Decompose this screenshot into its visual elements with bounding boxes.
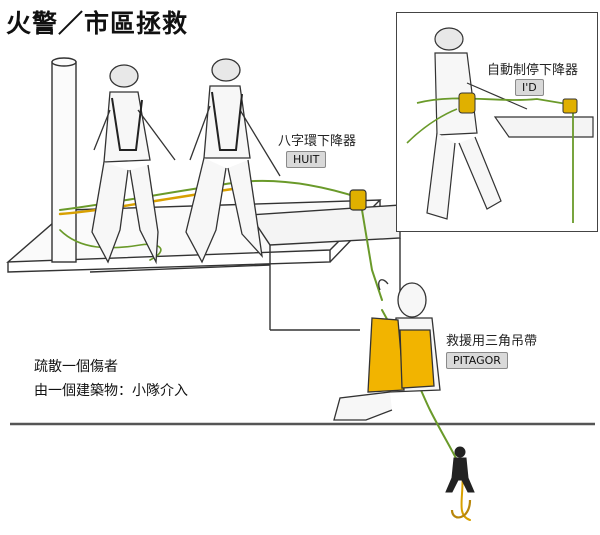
inset-caption: 自動制停下降器 bbox=[487, 63, 579, 78]
scene-caption-line1: 疏散一個傷者 bbox=[34, 359, 118, 375]
inset-illustration bbox=[406, 27, 594, 223]
hook-icon bbox=[450, 499, 472, 519]
scene-caption-line2: 由一個建築物：小隊介入 bbox=[34, 383, 188, 399]
pitagor-tag: PITAGOR bbox=[446, 352, 508, 369]
page-title: 火警／市區拯救 bbox=[6, 9, 189, 38]
pitagor-caption: 救援用三角吊帶 bbox=[446, 334, 538, 349]
inset-tag: I'D bbox=[515, 79, 544, 96]
rescuer-figure-left bbox=[91, 64, 176, 265]
huit-descender-icon bbox=[349, 189, 367, 211]
huit-caption: 八字環下降器 bbox=[278, 134, 357, 149]
inset-anchor-icon bbox=[562, 98, 578, 114]
anchor-column bbox=[51, 57, 77, 263]
victim-figure bbox=[333, 279, 441, 421]
id-descender-icon bbox=[458, 92, 476, 114]
huit-tag: HUIT bbox=[286, 151, 327, 168]
rescuer-figure-right bbox=[185, 58, 281, 264]
ground-rescuer-figure bbox=[445, 446, 475, 493]
inset-panel: 自動制停下降器 I'D bbox=[396, 12, 598, 232]
